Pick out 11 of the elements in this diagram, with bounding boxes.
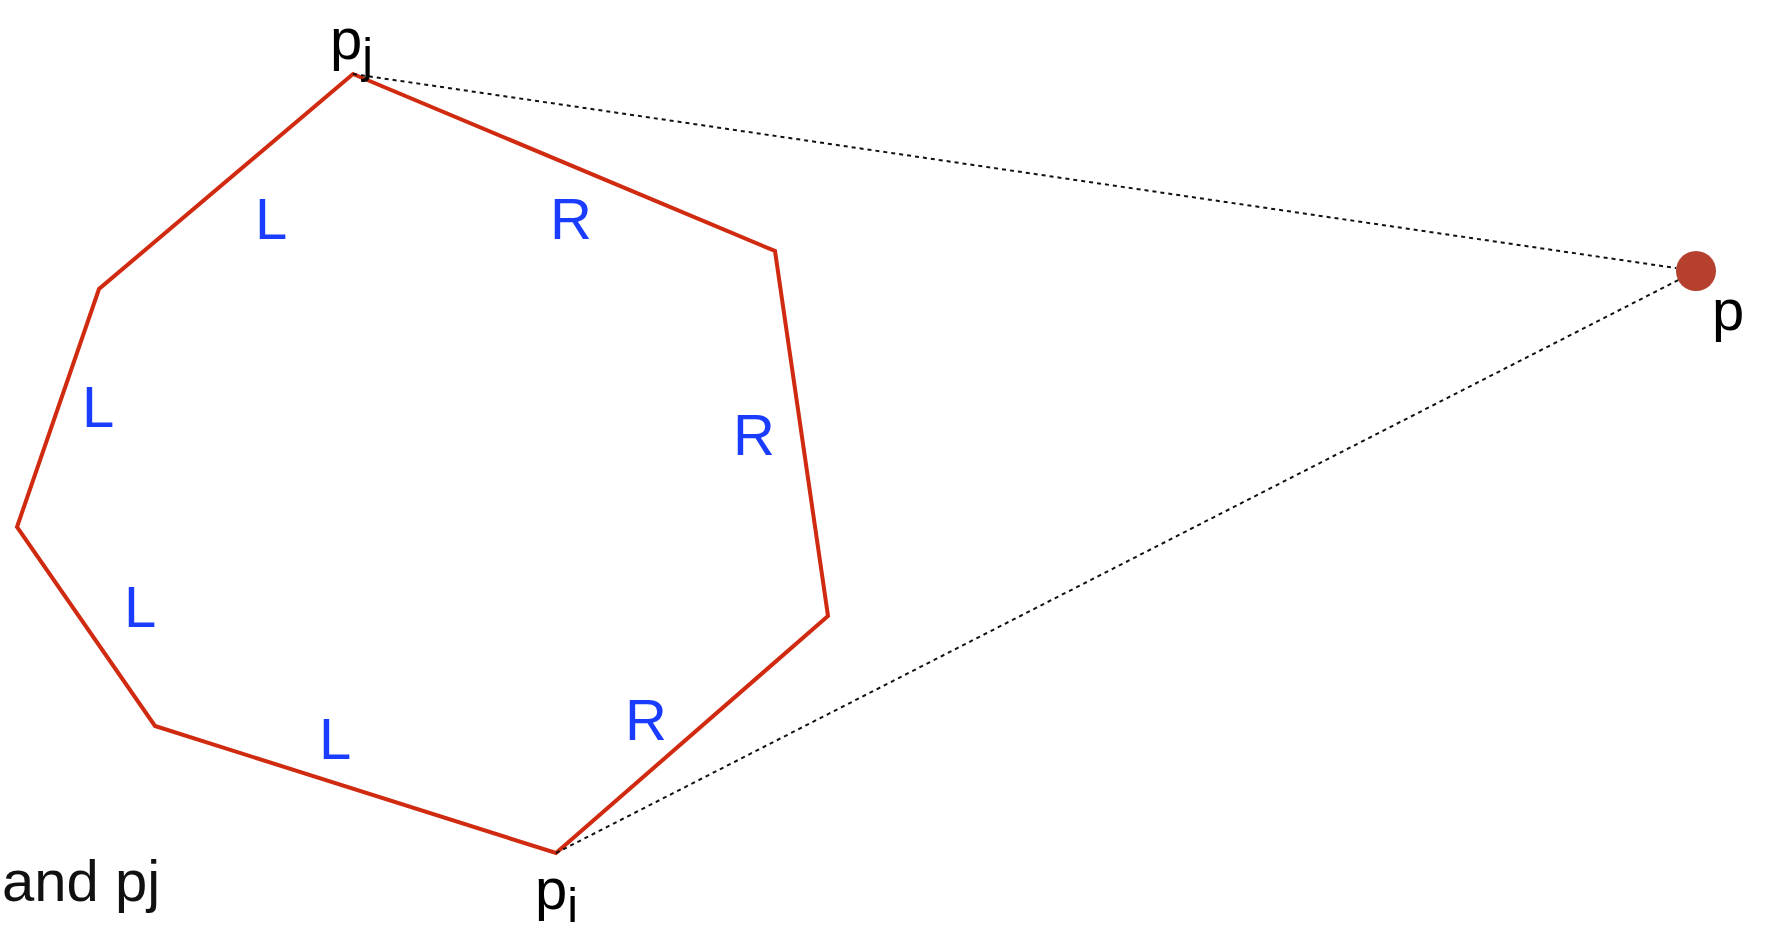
edge-side-label: R bbox=[733, 406, 775, 464]
dotted-line bbox=[352, 73, 1678, 270]
edge-side-label: L bbox=[319, 710, 352, 768]
edge-side-label: R bbox=[550, 190, 592, 248]
vertex-label: p$_{i}$ bbox=[535, 860, 578, 929]
point-dot bbox=[1676, 251, 1716, 291]
edge-side-label: L bbox=[82, 378, 115, 436]
edge-side-label: L bbox=[124, 578, 157, 636]
edge-side-label: R bbox=[625, 691, 667, 749]
edge-side-label: L bbox=[255, 190, 288, 248]
dotted-line bbox=[555, 279, 1680, 854]
